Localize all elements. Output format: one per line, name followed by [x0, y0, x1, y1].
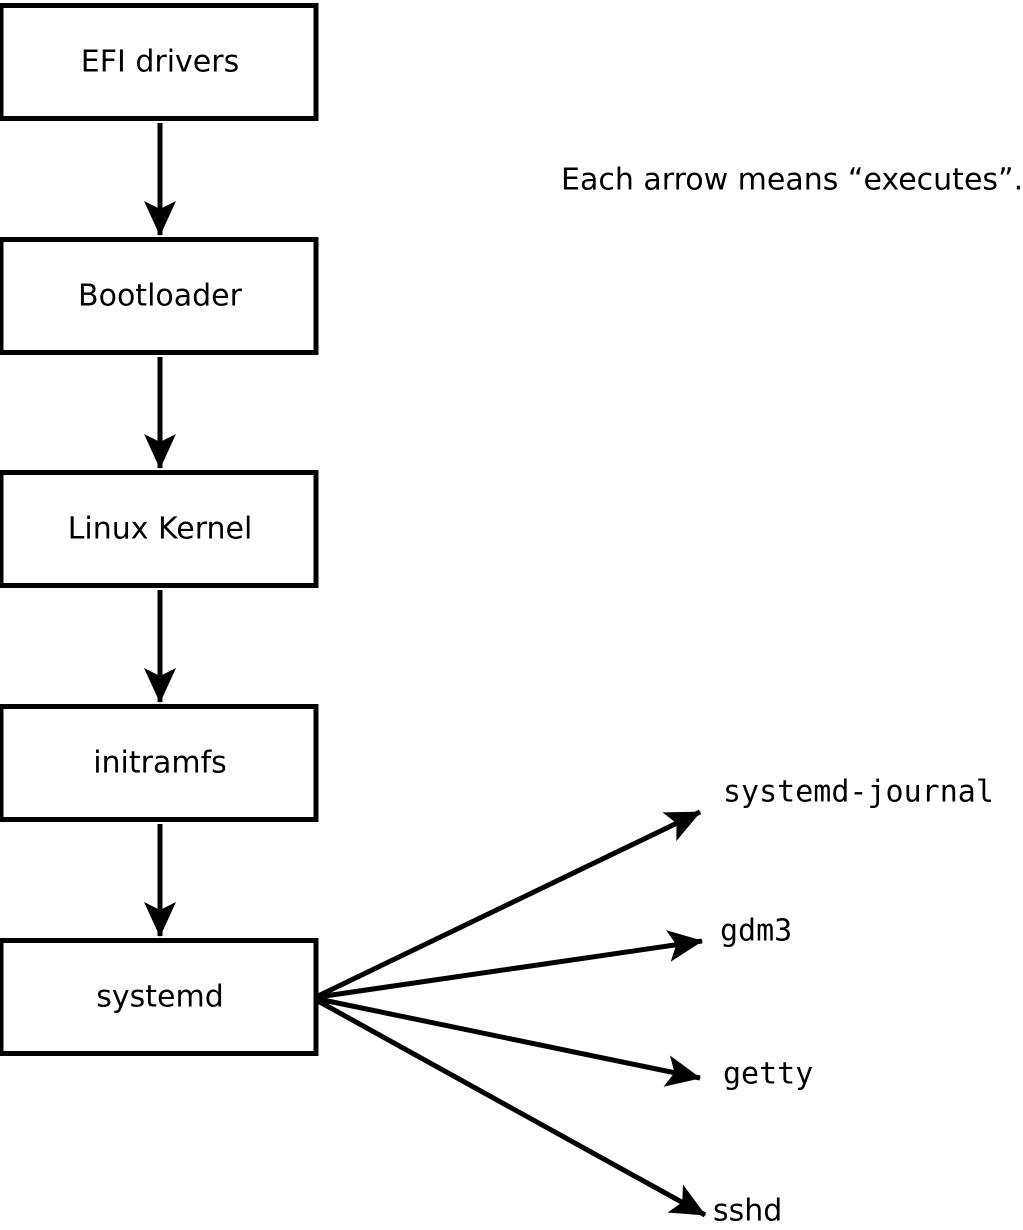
- box-initramfs: [0, 704, 319, 822]
- box-label-efi-drivers: EFI drivers: [81, 45, 239, 80]
- label-getty: getty: [723, 1057, 813, 1092]
- arrow-systemd-to-gdm3: [317, 930, 703, 1000]
- box-efi-drivers: [0, 3, 319, 121]
- label-systemd-journal: systemd-journal: [723, 775, 994, 810]
- label-sshd: sshd: [713, 1194, 782, 1229]
- box-linux-kernel: [0, 470, 319, 588]
- box-systemd: [0, 938, 319, 1056]
- box-label-systemd: systemd: [96, 980, 224, 1015]
- arrow-systemd-to-sshd: [316, 998, 707, 1218]
- label-gdm3: gdm3: [720, 914, 792, 949]
- box-label-linux-kernel: Linux Kernel: [68, 512, 253, 547]
- arrow-systemd-to-getty: [317, 996, 701, 1087]
- box-label-initramfs: initramfs: [93, 746, 227, 781]
- box-label-bootloader: Bootloader: [78, 279, 243, 314]
- arrow-systemd-to-journal: [316, 809, 702, 999]
- box-bootloader: [0, 237, 319, 355]
- annotation-note: Each arrow means “executes”.: [561, 163, 1023, 198]
